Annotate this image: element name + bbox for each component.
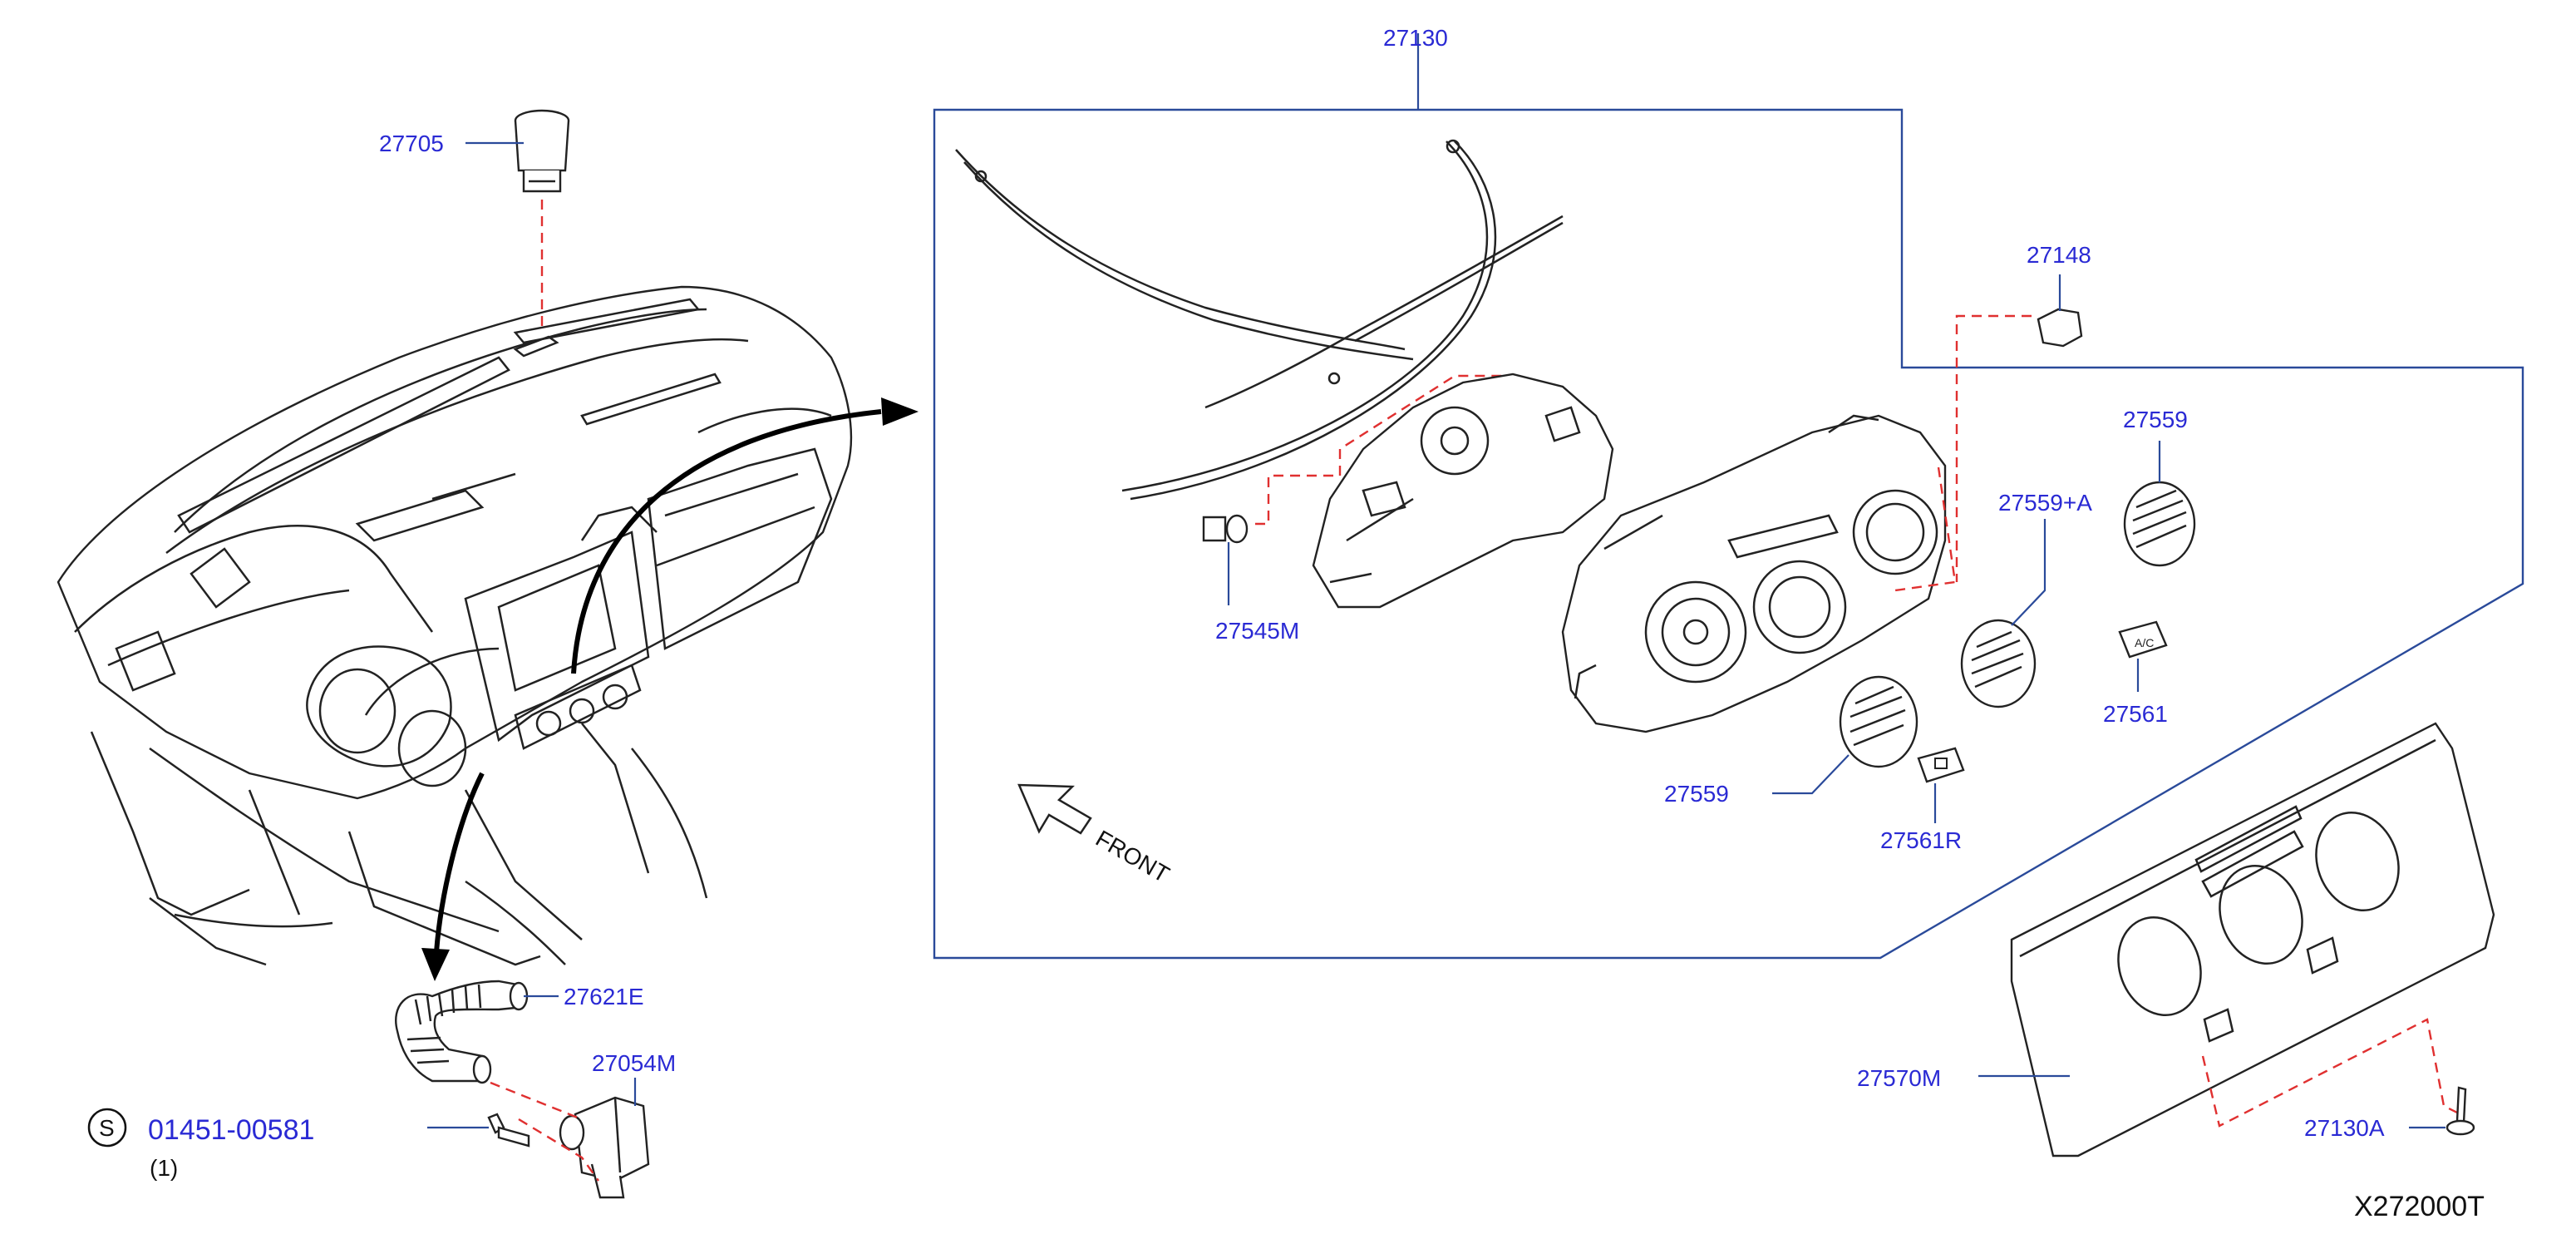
- label-27054M: 27054M: [592, 1050, 676, 1076]
- label-27545M: 27545M: [1215, 618, 1299, 644]
- knob-27559-upper: [2123, 481, 2196, 567]
- label-27559-upper: 27559: [2123, 407, 2188, 432]
- standard-part-qty: (1): [150, 1155, 178, 1181]
- front-label: FRONT: [1091, 825, 1174, 887]
- control-lever-bracket: [1312, 373, 1614, 609]
- label-27705: 27705: [379, 131, 444, 156]
- svg-text:A/C: A/C: [2135, 636, 2154, 649]
- callout-arrows: [421, 397, 919, 981]
- label-27561: 27561: [2103, 701, 2168, 727]
- knob-27559plusA: [1960, 619, 2037, 708]
- front-direction-arrow: FRONT: [1017, 783, 1174, 887]
- assembly-frame-27130: [933, 33, 2524, 960]
- label-27148: 27148: [2027, 242, 2091, 268]
- switch-27561R: [1917, 747, 1965, 783]
- part-27545M-plug: [1202, 514, 1249, 544]
- label-27130A: 27130A: [2304, 1115, 2385, 1141]
- part-27148-cap: [2037, 308, 2083, 348]
- standard-part-callout: S 01451-00581 (1): [87, 1108, 314, 1181]
- part-27054M-motor: [559, 1096, 650, 1199]
- part-01451-00581-bolt: [487, 1113, 530, 1148]
- part-27130A-screw: [2445, 1086, 2475, 1136]
- label-27130: 27130: [1383, 25, 1448, 51]
- part-27621E-duct: [395, 980, 529, 1084]
- knob-27559-lower: [1839, 675, 1918, 768]
- label-27621E: 27621E: [564, 984, 644, 1009]
- label-27559plusA: 27559+A: [1998, 490, 2092, 516]
- part-27570M-panel: [2010, 722, 2495, 1157]
- part-27705-sensor: [514, 109, 570, 193]
- label-27559-lower: 27559: [1664, 781, 1729, 807]
- heater-control-unit: [1561, 414, 1947, 733]
- control-cables: [955, 139, 1564, 501]
- label-27561R: 27561R: [1880, 827, 1962, 853]
- dashboard-illustration: [57, 285, 853, 966]
- standard-part-number: 01451-00581: [148, 1114, 314, 1146]
- drawing-code: X272000T: [2354, 1191, 2485, 1222]
- switch-27561: A/C: [2118, 620, 2168, 659]
- standard-part-symbol: S: [99, 1115, 115, 1141]
- label-27570M: 27570M: [1857, 1065, 1941, 1091]
